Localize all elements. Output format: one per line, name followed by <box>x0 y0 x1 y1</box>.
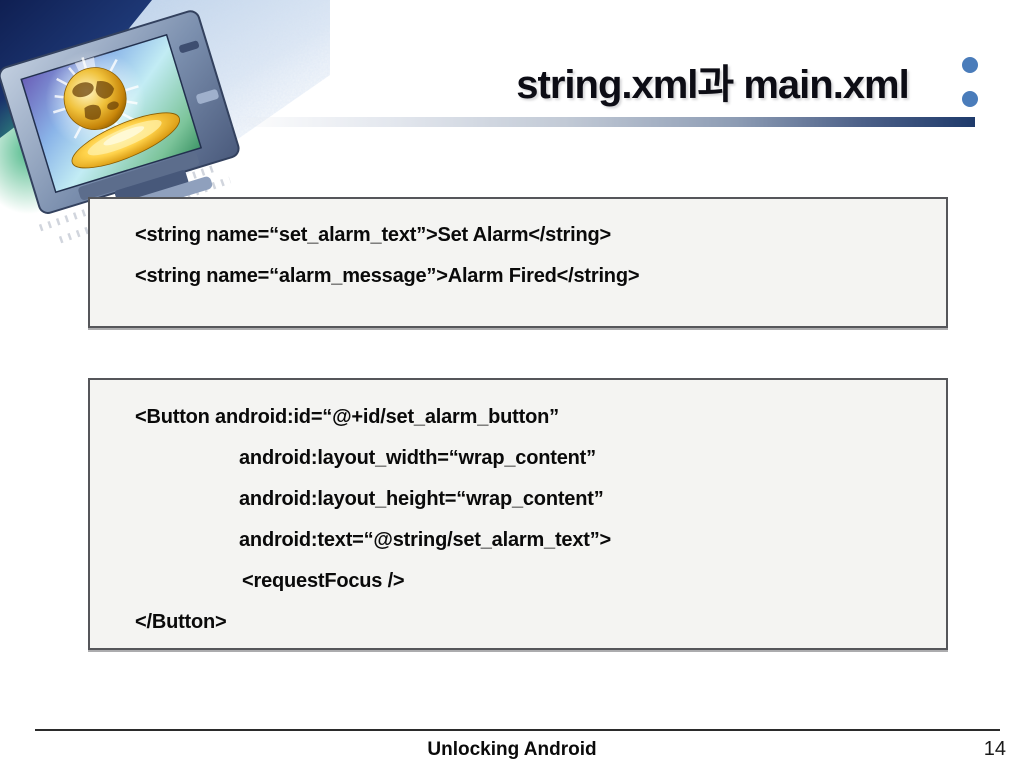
page-number: 14 <box>983 738 1006 760</box>
code-line-string-set-alarm: <string name=“set_alarm_text”>Set Alarm<… <box>135 224 611 246</box>
code-line-string-alarm-message: <string name=“alarm_message”>Alarm Fired… <box>135 265 640 287</box>
code-line-layout-width: android:layout_width=“wrap_content” <box>239 447 596 469</box>
title-bullet-dot-bottom <box>962 91 978 107</box>
code-line-request-focus: <requestFocus /> <box>242 570 405 592</box>
computer-globe-clipart-image <box>0 0 330 245</box>
title-underline-bar <box>228 117 975 127</box>
slide-title: string.xml과 main.xml <box>516 63 909 107</box>
main-xml-code-box: <Button android:id=“@+id/set_alarm_butto… <box>88 378 948 650</box>
code-line-android-text: android:text=“@string/set_alarm_text”> <box>239 529 612 551</box>
footer-divider-line <box>35 729 1000 731</box>
code-line-layout-height: android:layout_height=“wrap_content” <box>239 488 604 510</box>
strings-xml-code-box: <string name=“set_alarm_text”>Set Alarm<… <box>88 197 948 328</box>
code-line-button-open: <Button android:id=“@+id/set_alarm_butto… <box>135 406 559 428</box>
code-line-button-close: </Button> <box>135 611 227 633</box>
title-bullet-dot-top <box>962 57 978 73</box>
computer-globe-clipart-svg <box>0 0 330 244</box>
footer-book-title: Unlocking Android <box>427 739 597 760</box>
